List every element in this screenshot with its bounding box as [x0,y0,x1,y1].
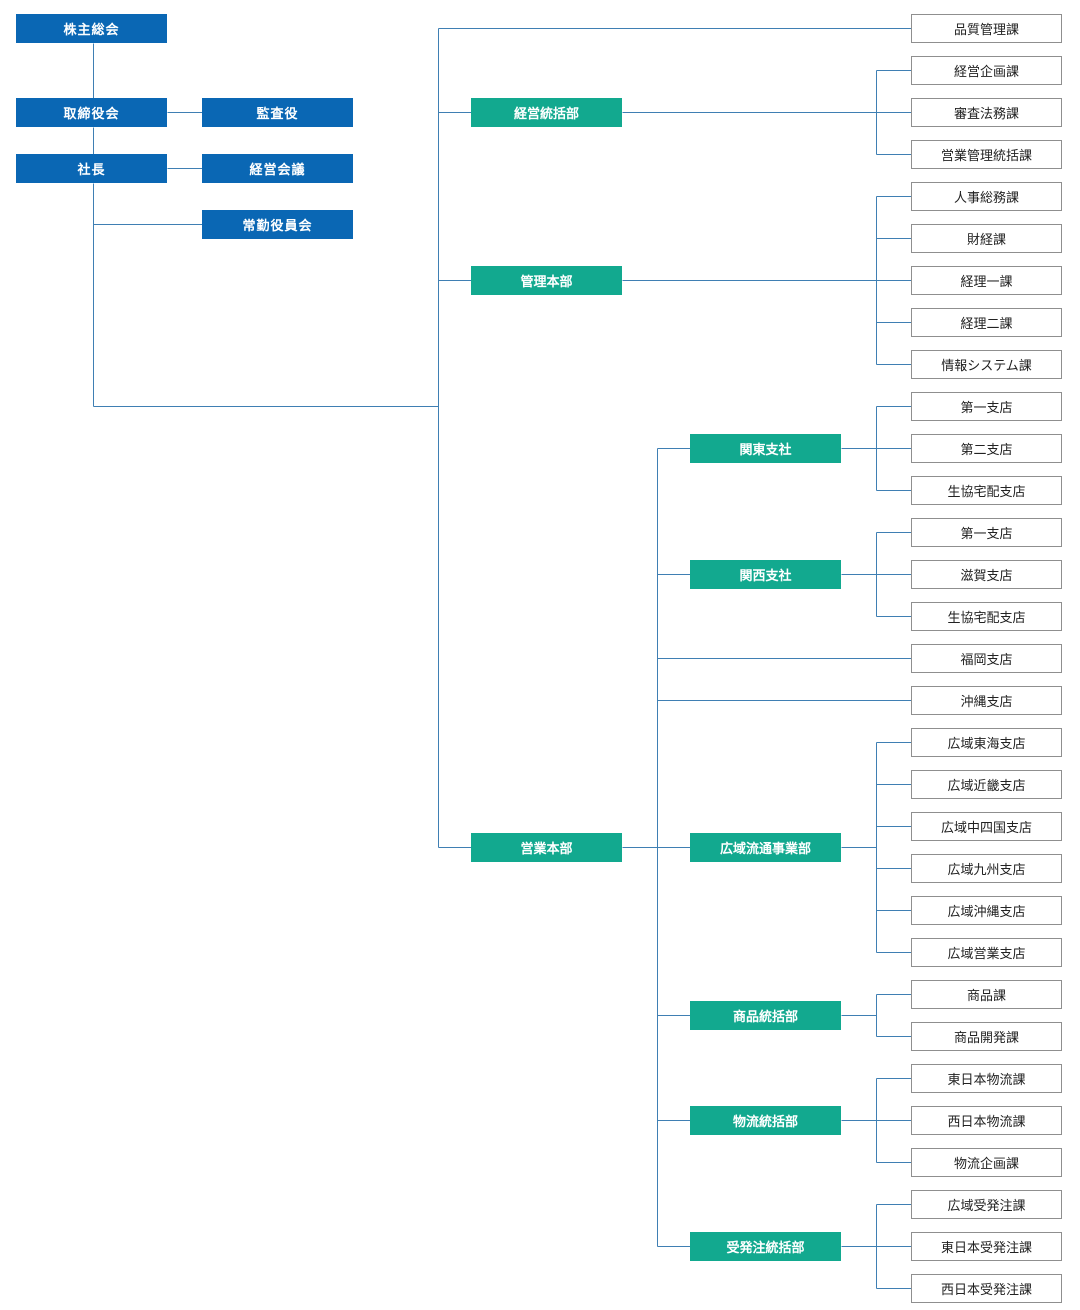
unit-box: 審査法務課 [911,98,1062,127]
board-of-directors: 取締役会 [16,98,167,127]
unit-box: 商品開発課 [911,1022,1062,1051]
unit-box: 福岡支店 [911,644,1062,673]
unit-box: 経理一課 [911,266,1062,295]
unit-box: 情報システム課 [911,350,1062,379]
unit-box: 広域東海支店 [911,728,1062,757]
unit-box: 営業管理統括課 [911,140,1062,169]
unit-box: 生協宅配支店 [911,602,1062,631]
unit-box: 西日本受発注課 [911,1274,1062,1303]
unit-box: 滋賀支店 [911,560,1062,589]
administration-hq: 管理本部 [471,266,622,295]
management-council: 経営会議 [202,154,353,183]
unit-box: 沖縄支店 [911,686,1062,715]
unit-box: 広域中四国支店 [911,812,1062,841]
orders-division: 受発注統括部 [690,1232,841,1261]
unit-box: 西日本物流課 [911,1106,1062,1135]
unit-box: 経理二課 [911,308,1062,337]
unit-box: 広域営業支店 [911,938,1062,967]
unit-box: 人事総務課 [911,182,1062,211]
unit-box: 経営企画課 [911,56,1062,85]
sales-hq: 営業本部 [471,833,622,862]
standing-committee: 常勤役員会 [202,210,353,239]
unit-box: 生協宅配支店 [911,476,1062,505]
unit-box: 第一支店 [911,518,1062,547]
kanto-office: 関東支社 [690,434,841,463]
unit-box: 第二支店 [911,434,1062,463]
logistics-division: 物流統括部 [690,1106,841,1135]
management-planning-division: 経営統括部 [471,98,622,127]
unit-box: 物流企画課 [911,1148,1062,1177]
unit-box: 財経課 [911,224,1062,253]
unit-box: 広域受発注課 [911,1190,1062,1219]
unit-box: 東日本物流課 [911,1064,1062,1093]
unit-box: 広域沖縄支店 [911,896,1062,925]
unit-box: 品質管理課 [911,14,1062,43]
president: 社長 [16,154,167,183]
unit-box: 広域近畿支店 [911,770,1062,799]
unit-box: 第一支店 [911,392,1062,421]
auditor: 監査役 [202,98,353,127]
unit-box: 東日本受発注課 [911,1232,1062,1261]
shareholders-meeting: 株主総会 [16,14,167,43]
unit-box: 広域九州支店 [911,854,1062,883]
kansai-office: 関西支社 [690,560,841,589]
unit-box: 商品課 [911,980,1062,1009]
wide-area-division: 広域流通事業部 [690,833,841,862]
merchandise-division: 商品統括部 [690,1001,841,1030]
